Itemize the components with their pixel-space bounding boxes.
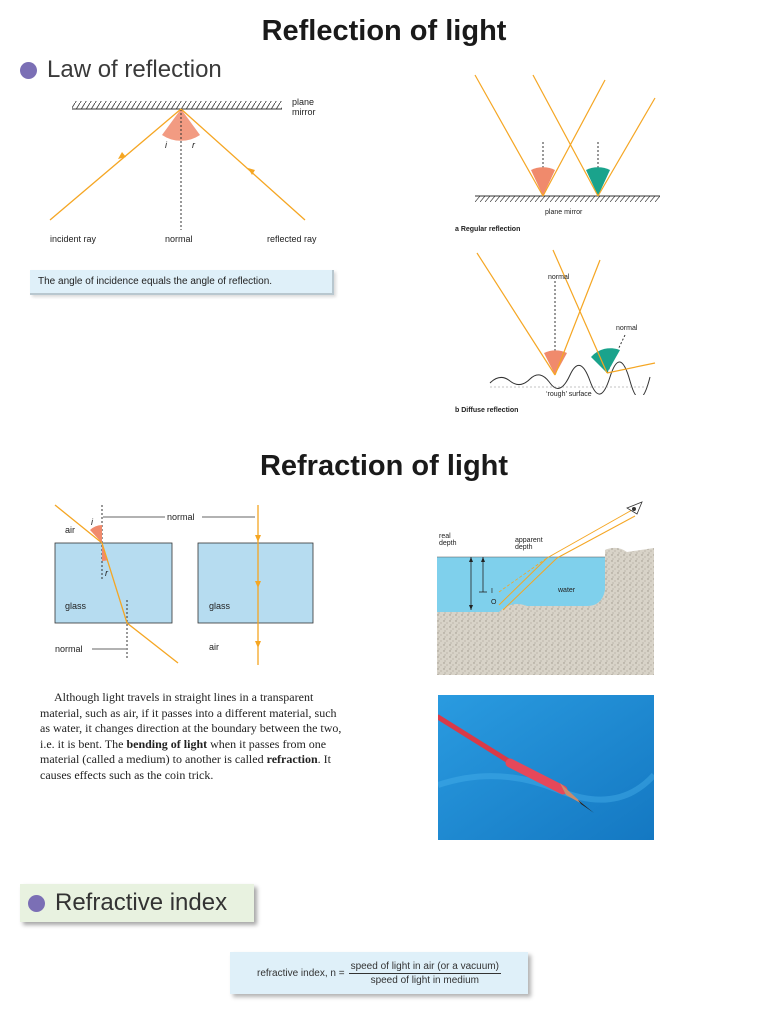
incident-ray bbox=[54, 504, 103, 544]
glass-label-left: glass bbox=[65, 601, 87, 611]
pencil-above bbox=[438, 714, 521, 770]
angle-wedge bbox=[586, 167, 610, 196]
page-title-reflection: Reflection of light bbox=[261, 15, 507, 47]
normal-label-top: normal bbox=[167, 512, 195, 522]
refractive-index-formula: refractive index, n = speed of light in … bbox=[230, 952, 528, 994]
angle-i-label: i bbox=[91, 517, 93, 527]
ray-in-air bbox=[556, 515, 636, 559]
arrow-icon bbox=[255, 641, 261, 648]
pencil-refracted bbox=[505, 758, 568, 795]
water-area bbox=[437, 557, 605, 612]
regular-reflection-diagram bbox=[474, 74, 660, 202]
angle-wedge bbox=[544, 350, 567, 375]
law-of-reflection-heading: Law of reflection bbox=[20, 56, 222, 84]
arrow-icon bbox=[469, 557, 473, 562]
pencil-lead bbox=[578, 800, 594, 813]
reflected-ray bbox=[606, 362, 656, 374]
apparent-depth-diagram bbox=[437, 501, 654, 675]
pencil-tip bbox=[560, 783, 584, 805]
bullet-icon bbox=[20, 61, 37, 79]
rough-surface-label: ‘rough’ surface bbox=[546, 391, 592, 398]
refractive-heading-text: Refractive index bbox=[55, 889, 228, 916]
reflected-ray bbox=[554, 259, 601, 376]
ray-in-air bbox=[546, 509, 633, 559]
arrow-icon bbox=[481, 557, 485, 562]
pencil-in-water-photo bbox=[438, 695, 654, 840]
glass-label-right: glass bbox=[209, 601, 231, 611]
reflected-ray bbox=[180, 108, 306, 221]
plane-mirror-label-right: plane mirror bbox=[545, 209, 583, 216]
incident-ray bbox=[532, 74, 599, 197]
sand-bed bbox=[437, 547, 654, 675]
refractive-index-heading: Refractive index bbox=[20, 884, 254, 922]
bullet-icon bbox=[28, 894, 45, 912]
paragraph-text: Although light travels in straight lines… bbox=[40, 690, 342, 751]
paragraph-bold: refraction bbox=[266, 752, 318, 766]
page-title-refraction: Refraction of light bbox=[259, 450, 509, 482]
ray-underwater bbox=[498, 557, 548, 606]
arrow-icon bbox=[118, 152, 126, 159]
formula-fraction: speed of light in air (or a vacuum) spee… bbox=[348, 960, 501, 986]
apparent-depth-label: apparent depth bbox=[515, 537, 543, 551]
angle-wedge bbox=[162, 109, 200, 141]
angle-r-label: r bbox=[105, 568, 108, 578]
reflected-ray bbox=[542, 79, 606, 197]
normal-label-1: normal bbox=[548, 274, 570, 281]
arrow-icon bbox=[255, 581, 261, 588]
paragraph-text: . It causes effects such as the coin tri… bbox=[40, 752, 332, 782]
normal-label-bottom: normal bbox=[55, 644, 83, 654]
normal-label-2: normal bbox=[616, 325, 638, 332]
angle-wedge bbox=[531, 167, 555, 196]
angle-i-wedge bbox=[90, 525, 102, 543]
angle-i-label: i bbox=[165, 140, 167, 150]
diffuse-reflection-diagram bbox=[476, 249, 656, 395]
pool-background bbox=[438, 695, 654, 840]
law-heading-text: Law of reflection bbox=[47, 56, 222, 83]
glass-block-diagram bbox=[54, 504, 314, 665]
normal-label: normal bbox=[165, 234, 193, 244]
water-label: water bbox=[558, 587, 576, 594]
plane-mirror-label: plane mirror bbox=[292, 97, 316, 117]
arrow-icon bbox=[255, 535, 261, 542]
mirror-hatching bbox=[475, 196, 660, 202]
real-depth-label: real depth bbox=[439, 533, 457, 547]
refracted-ray bbox=[101, 542, 128, 624]
plane-mirror-diagram bbox=[49, 101, 306, 230]
caption-regular-reflection: a Regular reflection bbox=[455, 226, 521, 233]
incident-ray bbox=[552, 249, 608, 374]
incident-ray bbox=[49, 108, 182, 221]
ray-underwater bbox=[502, 557, 558, 611]
formula-numerator: speed of light in air (or a vacuum) bbox=[348, 960, 501, 974]
angle-r-label: r bbox=[192, 140, 195, 150]
image-label: I bbox=[491, 588, 493, 595]
paragraph-bold: bending of light bbox=[126, 736, 208, 751]
mirror-hatching bbox=[72, 101, 282, 109]
arrow-icon bbox=[248, 168, 255, 175]
arrow-icon bbox=[469, 605, 473, 610]
incident-ray-label: incident ray bbox=[50, 234, 97, 244]
reflected-ray-label: reflected ray bbox=[267, 234, 317, 244]
glass-block-left bbox=[54, 542, 173, 624]
refraction-paragraph: Although light travels in straight lines… bbox=[40, 690, 345, 783]
incident-ray bbox=[476, 252, 556, 376]
emergent-ray bbox=[126, 622, 179, 664]
incident-ray bbox=[474, 74, 544, 197]
object-label: O bbox=[491, 599, 497, 606]
paragraph-text: when it passes from one material (called… bbox=[40, 736, 327, 767]
air-label-bottom: air bbox=[209, 642, 220, 652]
caption-diffuse-reflection: b Diffuse reflection bbox=[455, 407, 519, 414]
formula-lhs: refractive index, n = bbox=[257, 967, 345, 979]
glass-block-right bbox=[197, 542, 314, 624]
eye-pupil bbox=[632, 507, 636, 511]
formula-denominator: speed of light in medium bbox=[370, 974, 479, 986]
reflected-ray bbox=[597, 97, 656, 197]
rough-surface bbox=[489, 361, 651, 395]
air-label-top: air bbox=[65, 525, 76, 535]
law-statement-box: The angle of incidence equals the angle … bbox=[30, 270, 334, 295]
